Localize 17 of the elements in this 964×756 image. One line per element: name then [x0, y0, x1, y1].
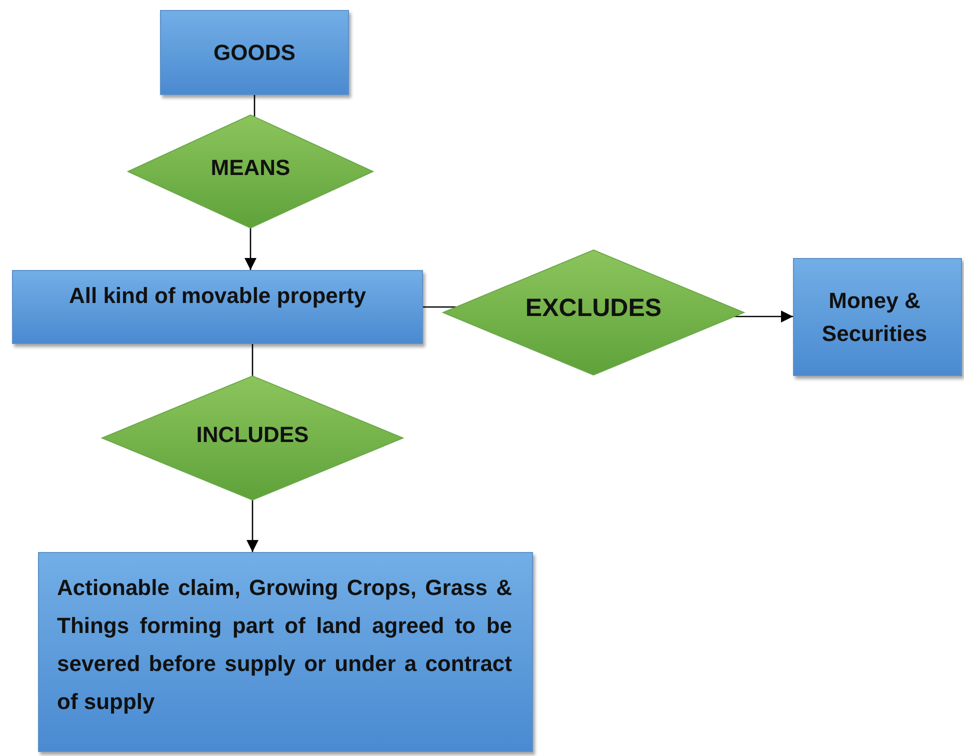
node-label: GOODS	[214, 39, 296, 67]
node-label: Actionable claim, Growing Crops, Grass & Things forming part of land agreed to be severed before supply or under a contract of supply	[57, 574, 512, 716]
connector-line	[423, 306, 456, 308]
arrow	[734, 310, 793, 322]
process-box	[793, 258, 962, 376]
process-box	[12, 270, 423, 344]
connector-line	[254, 95, 256, 117]
node-label: Money & Securities	[820, 287, 928, 348]
process-box	[160, 10, 349, 95]
process-box	[38, 552, 533, 752]
connector-line	[252, 344, 254, 376]
arrow	[244, 228, 256, 270]
node-label: INCLUDES	[196, 420, 309, 448]
node-label: All kind of movable property	[68, 282, 366, 310]
node-label: MEANS	[210, 154, 290, 182]
node-label: EXCLUDES	[525, 292, 662, 324]
arrow	[246, 500, 258, 552]
